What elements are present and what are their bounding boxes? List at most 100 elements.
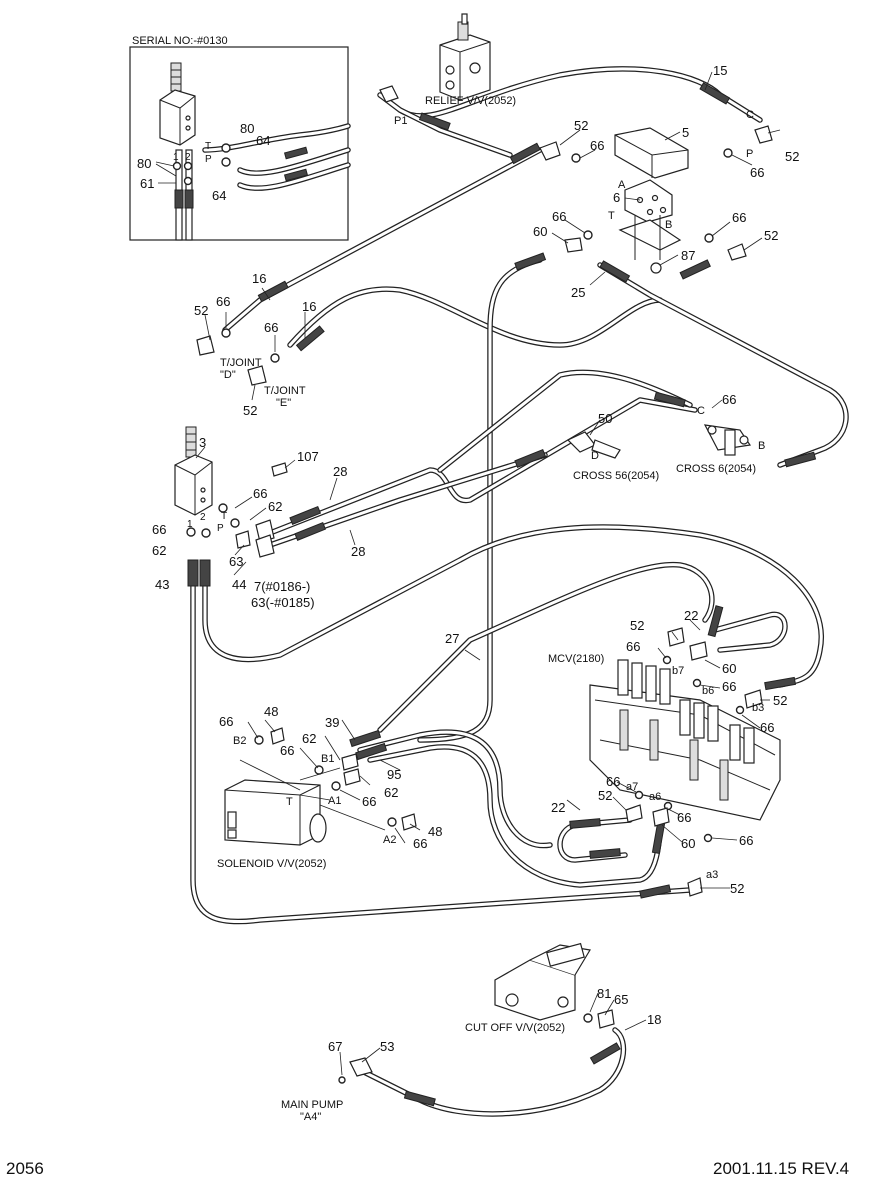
- solenoid-valve: [224, 759, 386, 846]
- callout-66: 66: [677, 810, 691, 825]
- callout-28: 28: [351, 544, 365, 559]
- inset-callout-64b: 64: [212, 188, 226, 203]
- cross56-label: CROSS 56(2054): [573, 470, 659, 482]
- inset-port-1: 1: [173, 152, 179, 163]
- callout-52: 52: [243, 403, 257, 418]
- main-control-valve: [589, 659, 781, 821]
- callout-52: 52: [630, 618, 644, 633]
- hose-sleeves: [187, 82, 817, 1107]
- relief-valve: [379, 13, 491, 103]
- callout-48: 48: [264, 704, 278, 719]
- cutoff-valve-label: CUT OFF V/V(2052): [465, 1022, 565, 1034]
- inset-pilot-valve: [159, 62, 196, 241]
- callout-66: 66: [253, 486, 267, 501]
- port-b7: b7: [672, 665, 684, 677]
- port-p1: P1: [394, 115, 407, 127]
- port-t-block: T: [608, 210, 615, 222]
- inset-callout-61: 61: [140, 176, 154, 191]
- callout-66: 66: [219, 714, 233, 729]
- callout-52: 52: [773, 693, 787, 708]
- revision-stamp: 2001.11.15 REV.4: [713, 1159, 849, 1178]
- callout-18: 18: [647, 1012, 661, 1027]
- callout-39: 39: [325, 715, 339, 730]
- callout-52: 52: [730, 881, 744, 896]
- serial-inset: SERIAL NO:-#0130: [129, 35, 351, 241]
- port-p-block: P: [746, 148, 753, 160]
- callout-66: 66: [750, 165, 764, 180]
- callout-66: 66: [760, 720, 774, 735]
- port-b-cross6: B: [758, 440, 765, 452]
- page-number: 2056: [6, 1159, 44, 1178]
- hose-lines: [190, 66, 849, 1117]
- callout-66: 66: [606, 774, 620, 789]
- callout-6: 6: [613, 190, 620, 205]
- callout-60: 60: [533, 224, 547, 239]
- callout-66: 66: [216, 294, 230, 309]
- port-c-cross6: C: [697, 405, 705, 417]
- callout-81: 81: [597, 986, 611, 1001]
- solenoid-valve-label: SOLENOID V/V(2052): [217, 858, 326, 870]
- port-t-sol: T: [286, 796, 293, 808]
- callout-66: 66: [739, 833, 753, 848]
- port-a6: a6: [649, 791, 661, 803]
- port-b1-sol: B1: [321, 753, 334, 765]
- callout-62: 62: [302, 731, 316, 746]
- pump-fitting: [338, 1057, 373, 1084]
- main-pump-id: "A4": [300, 1111, 321, 1123]
- callout-66: 66: [732, 210, 746, 225]
- callout-66: 66: [362, 794, 376, 809]
- cross6-fitting: [703, 424, 752, 456]
- port-2-pilot: 2: [200, 512, 206, 523]
- port-t-pilot: T: [221, 511, 227, 522]
- manifold-block: [614, 127, 689, 274]
- callout-25: 25: [571, 285, 585, 300]
- port-b6: b6: [702, 685, 714, 697]
- callout-62: 62: [268, 499, 282, 514]
- cross56-fitting: [566, 431, 621, 459]
- callout-22: 22: [684, 608, 698, 623]
- callout-7: 7(#0186-): [254, 579, 310, 594]
- callout-16: 16: [252, 271, 266, 286]
- callout-66: 66: [413, 836, 427, 851]
- cutoff-valve: [494, 942, 591, 1021]
- cross6-label: CROSS 6(2054): [676, 463, 756, 475]
- callout-65: 65: [614, 992, 628, 1007]
- callout-52: 52: [598, 788, 612, 803]
- callout-50: 50: [598, 411, 612, 426]
- port-a-block: A: [618, 179, 626, 191]
- callout-66: 66: [590, 138, 604, 153]
- callout-66: 66: [626, 639, 640, 654]
- callout-3: 3: [199, 435, 206, 450]
- callout-53: 53: [380, 1039, 394, 1054]
- callout-60: 60: [681, 836, 695, 851]
- callout-52: 52: [194, 303, 208, 318]
- port-a7: a7: [626, 781, 638, 793]
- callout-48: 48: [428, 824, 442, 839]
- callout-52: 52: [574, 118, 588, 133]
- main-pump-label: MAIN PUMP: [281, 1099, 343, 1111]
- mcv-label: MCV(2180): [548, 653, 604, 665]
- callout-66: 66: [280, 743, 294, 758]
- callout-95: 95: [387, 767, 401, 782]
- callout-52: 52: [764, 228, 778, 243]
- fittings-orings: [186, 125, 773, 1029]
- callout-44: 44: [232, 577, 246, 592]
- callout-66: 66: [722, 392, 736, 407]
- callout-15: 15: [713, 63, 727, 78]
- callout-66: 66: [264, 320, 278, 335]
- tjoint-d-id: "D": [220, 369, 236, 381]
- tjoint-e-label: T/JOINT: [264, 385, 306, 397]
- inset-port-t: T: [205, 141, 211, 152]
- callout-22: 22: [551, 800, 565, 815]
- callout-67: 67: [328, 1039, 342, 1054]
- callout-62: 62: [152, 543, 166, 558]
- relief-valve-label: RELIEF V/V(2052): [425, 95, 516, 107]
- callout-28: 28: [333, 464, 347, 479]
- port-c-relief: C: [746, 109, 754, 121]
- inset-callout-80a: 80: [240, 121, 254, 136]
- port-1-pilot: 1: [187, 519, 193, 530]
- callout-107: 107: [297, 449, 319, 464]
- callout-63: 63: [229, 554, 243, 569]
- callout-16: 16: [302, 299, 316, 314]
- callout-60: 60: [722, 661, 736, 676]
